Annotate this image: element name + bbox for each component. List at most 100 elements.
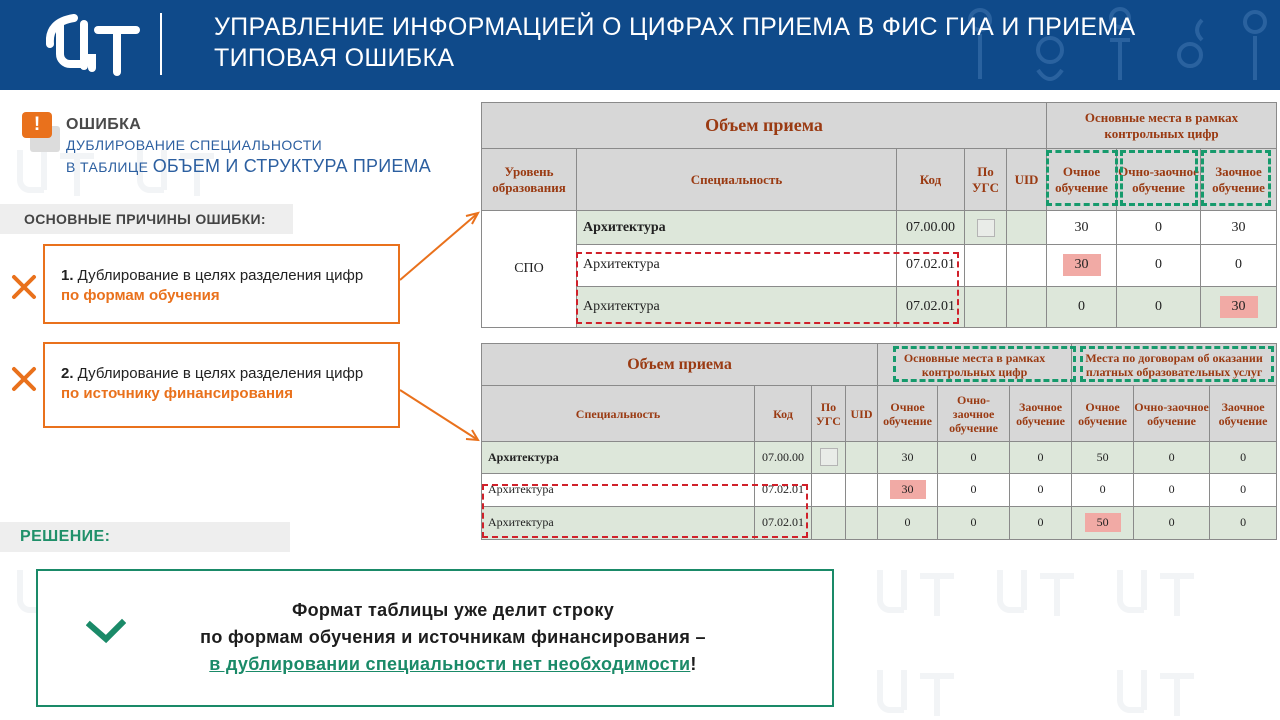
table2-col-dist: Заочное обучение <box>1009 385 1073 442</box>
decorative-pattern <box>968 7 1267 81</box>
table1-cell-ugs[interactable] <box>964 209 1007 246</box>
paid-places-highlight <box>1080 346 1274 382</box>
table2-cell: 0 <box>1009 472 1073 507</box>
cause-2-text: Дублирование в целях разделения цифр <box>73 365 364 382</box>
table2-cell: 0 <box>937 505 1011 541</box>
table1-col-dist: Заочное обучение <box>1200 148 1278 211</box>
table2-header-volume: Объем приема <box>480 343 879 386</box>
table2-cell: 0 <box>1133 505 1211 541</box>
highlighted-value: 30 <box>1062 254 1101 277</box>
ugs-checkbox[interactable] <box>819 448 838 467</box>
table2-col-full-paid: Очное обучение <box>1071 385 1135 442</box>
table1-cell-code: 07.00.00 <box>896 209 965 246</box>
table2-cell: 0 <box>937 441 1011 474</box>
table1-col-ugs: По УГС <box>964 148 1007 211</box>
form-dist-highlight <box>1201 150 1271 206</box>
table1-cell-spec: Архитектура <box>576 285 897 329</box>
table2-cell: 0 <box>937 472 1011 507</box>
form-part-highlight <box>1120 150 1198 206</box>
table1-cell-ugs <box>964 285 1007 329</box>
table2-col-dist-paid: Заочное обучение <box>1209 385 1278 442</box>
table2-cell: 30 <box>877 472 939 507</box>
table1-header-volume: Объем приема <box>480 102 1048 149</box>
header-bar: УПРАВЛЕНИЕ ИНФОРМАЦИЕЙ О ЦИФРАХ ПРИЕМА В… <box>0 0 1280 90</box>
table2-col-full: Очное обучение <box>877 385 939 442</box>
error-subtitle-2-table: ОБЪЕМ И СТРУКТУРА ПРИЕМА <box>152 156 431 176</box>
cross-icon <box>12 275 36 299</box>
cause-1-text: Дублирование в целях разделения цифр <box>73 267 364 284</box>
cause-box-1: 1. Дублирование в целях разделения цифр … <box>43 244 400 324</box>
table1-cell-part: 0 <box>1116 285 1202 329</box>
table2-col-code: Код <box>754 385 812 442</box>
table1-col-code: Код <box>896 148 965 211</box>
error-subtitle-2-prefix: В ТАБЛИЦЕ <box>66 159 153 175</box>
cause-1-number: 1. <box>61 267 74 284</box>
table2-cell-ugs[interactable] <box>811 441 846 474</box>
table-row: Архитектура 07.00.00 30 0 0 50 0 0 <box>481 441 1278 474</box>
table1-col-full: Очное обучение <box>1046 148 1118 211</box>
table1-cell-ugs <box>964 244 1007 287</box>
table1-cell-spec: Архитектура <box>576 209 897 246</box>
table1-cell-spec: Архитектура <box>576 244 897 287</box>
table1-cell-part: 0 <box>1116 244 1202 287</box>
table1-cell-uid <box>1005 285 1048 329</box>
table2-cell-code: 07.02.01 <box>754 472 812 507</box>
table2-header-group2: Места по договорам об оказании платных о… <box>1071 343 1278 386</box>
reasons-heading: ОСНОВНЫЕ ПРИЧИНЫ ОШИБКИ: <box>24 211 266 227</box>
table2-cell-uid <box>844 505 879 541</box>
highlighted-value: 30 <box>889 480 926 500</box>
table2-col-uid: UID <box>844 385 879 442</box>
solution-line-1: Формат таблицы уже делит строку <box>291 600 615 620</box>
solution-link[interactable]: в дублировании специальности нет необход… <box>209 654 691 674</box>
table2-cell: 0 <box>1209 505 1278 541</box>
table2-col-ugs: По УГС <box>811 385 846 442</box>
table2-col-part: Очно-заочное обучение <box>937 385 1011 442</box>
table1-cell-full: 0 <box>1046 285 1118 329</box>
table1-cell-dist: 0 <box>1200 244 1278 287</box>
highlighted-value: 30 <box>1219 295 1258 318</box>
table2-cell-uid <box>844 472 879 507</box>
table2-cell: 0 <box>877 505 939 541</box>
solution-line-3: в дублировании специальности нет необход… <box>138 651 768 678</box>
cause-2-highlight: по источнику финансирования <box>61 385 293 402</box>
table2-cell: 30 <box>877 441 939 474</box>
solution-box: Формат таблицы уже делит строку по форма… <box>36 569 834 707</box>
table2-cell-ugs <box>811 505 846 541</box>
cause-box-2: 2. Дублирование в целях разделения цифр … <box>43 342 400 428</box>
solution-line-2: по формам обучения и источникам финансир… <box>200 627 706 647</box>
solution-text: Формат таблицы уже делит строку по форма… <box>138 597 768 678</box>
table2-cell: 0 <box>1071 472 1135 507</box>
table1-col-uid: UID <box>1005 148 1048 211</box>
cross-icon <box>12 367 36 391</box>
duplicate-rows-highlight <box>576 252 959 324</box>
solution-line-3-end: ! <box>690 654 697 674</box>
table-row: Архитектура 07.02.01 30 0 0 <box>482 244 1278 287</box>
highlighted-value: 50 <box>1084 513 1121 533</box>
table1-cell-uid <box>1005 209 1048 246</box>
budget-places-highlight <box>893 346 1076 382</box>
title-line-1: УПРАВЛЕНИЕ ИНФОРМАЦИЕЙ О ЦИФРАХ ПРИЕМА В… <box>214 13 1136 41</box>
table1-header-group: Основные места в рамках контрольных цифр <box>1046 102 1278 149</box>
cause-2-number: 2. <box>61 365 74 382</box>
table-row: СПО Архитектура 07.00.00 30 0 30 <box>481 209 1278 328</box>
table2-cell: 0 <box>1009 441 1073 474</box>
table1-cell-uid <box>1005 244 1048 287</box>
check-icon <box>86 618 126 644</box>
table2-cell-spec: Архитектура <box>481 441 755 474</box>
table2-cell-ugs <box>811 472 846 507</box>
table1-col-part: Очно-заочное обучение <box>1116 148 1202 211</box>
volume-table-2: Объем приема Основные места в рамках кон… <box>480 343 1278 541</box>
table1-cell-code: 07.02.01 <box>896 285 965 329</box>
error-subtitle-2: В ТАБЛИЦЕ ОБЪЕМ И СТРУКТУРА ПРИЕМА <box>66 156 431 177</box>
form-full-highlight <box>1046 150 1118 206</box>
table2-cell: 0 <box>1133 472 1211 507</box>
error-title: ОШИБКА <box>66 116 142 133</box>
table1-cell-full: 30 <box>1046 244 1118 287</box>
table1-col-spec: Специальность <box>576 148 897 211</box>
table1-level: СПО <box>481 210 577 328</box>
volume-table-1: Объем приема Основные места в рамках кон… <box>480 102 1278 329</box>
ugs-checkbox[interactable] <box>976 218 995 237</box>
page-title: УПРАВЛЕНИЕ ИНФОРМАЦИЕЙ О ЦИФРАХ ПРИЕМА В… <box>214 12 1254 74</box>
table2-cell-uid <box>844 441 879 474</box>
table1-cell-code: 07.02.01 <box>896 244 965 287</box>
